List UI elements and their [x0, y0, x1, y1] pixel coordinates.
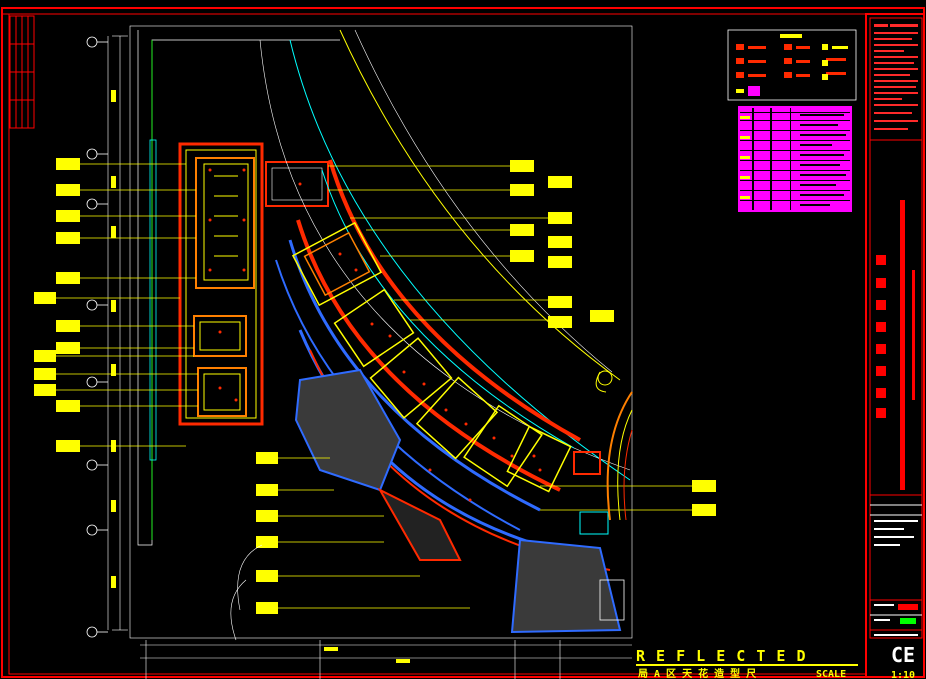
horizontal-dimension-strip	[140, 640, 632, 679]
horizontal-dimension-labels	[324, 647, 410, 663]
title-block-rows	[874, 520, 918, 636]
drawing-viewport	[129, 25, 633, 639]
vertical-dimension-strip	[107, 35, 128, 631]
scale-label: SCALE	[816, 669, 846, 679]
hatched-lobby	[294, 368, 625, 634]
section-callouts-left	[34, 158, 198, 452]
ceiling-plan-left-block	[137, 30, 340, 546]
light-fixtures	[208, 168, 542, 502]
left-binding-strip	[9, 15, 35, 129]
section-callouts-right	[328, 160, 716, 516]
drawing-subtitle: 局 A 区 天 花 造 型 尺	[637, 667, 756, 679]
drawing-title-block: R E F L E C T E D 局 A 区 天 花 造 型 尺 SCALE	[636, 647, 858, 679]
symbol-legend	[727, 29, 857, 101]
drawing-title: R E F L E C T E D	[636, 647, 807, 665]
fixture-schedule-table	[738, 106, 852, 212]
curved-wing-panels	[291, 221, 572, 493]
grid-axis-markers-left	[86, 36, 108, 638]
section-callouts-bottom	[230, 452, 470, 641]
sheet-code: CE	[891, 643, 915, 667]
sheet-number: 1:10	[891, 670, 915, 679]
title-block-red-marks	[876, 200, 915, 490]
adjacent-structure-arcs	[606, 391, 633, 521]
title-block-notes	[874, 24, 918, 130]
vertical-dimension-labels	[111, 90, 116, 588]
title-block: CE 1:10	[865, 13, 925, 679]
